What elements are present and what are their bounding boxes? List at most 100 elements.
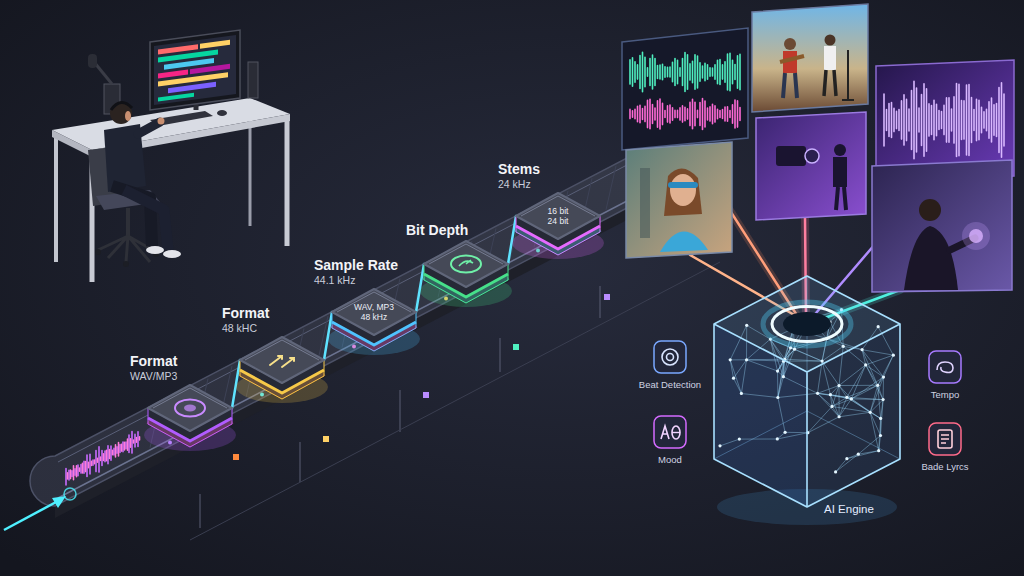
- tile-shape: [148, 385, 232, 447]
- speaker: [248, 62, 258, 98]
- input-arrow: [4, 488, 76, 530]
- waveform-bars: [68, 437, 140, 480]
- icon-box: [929, 423, 961, 455]
- tile-icon: [270, 356, 294, 367]
- neural-node: [877, 449, 880, 452]
- leader-line: [300, 442, 301, 482]
- icon-glyph: [672, 426, 680, 439]
- tile-top: [148, 385, 232, 431]
- neural-node: [879, 434, 882, 437]
- head: [110, 102, 132, 124]
- tile-header: FormatWAV/MP3: [130, 347, 250, 383]
- icon-glyph: [662, 349, 678, 365]
- icon-glyph: [661, 426, 669, 439]
- panel-frame: [872, 160, 1012, 292]
- feature-icon: Tempo: [895, 350, 995, 401]
- figure-head: [834, 144, 846, 156]
- tile-highlight: [337, 292, 411, 312]
- belt-surface: [30, 146, 650, 506]
- neural-node: [776, 369, 779, 372]
- shirt: [660, 231, 708, 252]
- keyboard: [150, 111, 213, 126]
- marker-dot: [604, 294, 610, 300]
- feature-icon-shape: [928, 422, 962, 456]
- belt-slat: [606, 166, 616, 210]
- figure-legs: [783, 73, 797, 98]
- neural-node: [738, 438, 741, 441]
- panel-frame: [626, 142, 732, 258]
- tile-icon: [451, 256, 481, 273]
- shoe: [146, 246, 164, 254]
- neural-node: [861, 348, 864, 351]
- desk-leg: [54, 134, 58, 262]
- arrow-line: [4, 501, 58, 530]
- tile-top: [240, 337, 324, 383]
- setting-heading: Sample Rate: [314, 257, 434, 274]
- feature-label: Bade Lyrcs: [921, 461, 968, 473]
- setting-value: 24 kHz: [498, 178, 618, 191]
- neural-node: [837, 384, 840, 387]
- icon-holder: [653, 340, 687, 374]
- neural-node: [864, 363, 867, 366]
- neural-node: [829, 393, 832, 396]
- daw-screen: [154, 35, 236, 105]
- track: [158, 44, 198, 54]
- tile-header: Bit Depth: [406, 203, 526, 239]
- portrait-panel: [626, 142, 732, 258]
- icon-box: [654, 416, 686, 448]
- neural-node: [732, 377, 735, 380]
- engine-ring-glow: [763, 302, 851, 346]
- panel-frame: [752, 4, 868, 112]
- neural-node: [869, 411, 872, 414]
- tile-icon: [175, 400, 205, 417]
- neural-node: [892, 354, 895, 357]
- figure-body: [824, 46, 836, 70]
- tile-inner: [424, 241, 508, 287]
- neural-node: [845, 457, 848, 460]
- track: [200, 40, 230, 49]
- sunglasses: [668, 182, 698, 188]
- neural-node: [876, 384, 879, 387]
- tile-option: WAV, MP3: [354, 302, 394, 312]
- feature-icon-shape: [653, 415, 687, 449]
- icon-holder: [928, 422, 962, 456]
- feature-label: Tempo: [931, 389, 960, 401]
- setting-heading: Stems: [498, 161, 618, 178]
- feature-label: Mood: [658, 454, 682, 466]
- chair-wheel: [123, 261, 129, 267]
- setting-value: 44.1 kHz: [314, 274, 434, 287]
- concert-panel: [752, 4, 868, 112]
- neural-node: [830, 405, 833, 408]
- tile-face: WAV, MP348 kHz: [332, 289, 416, 351]
- feature-icon: Mood: [620, 415, 720, 466]
- tile-icon: [459, 260, 473, 266]
- monitor: [150, 30, 240, 110]
- guide-line: [190, 262, 720, 540]
- icon-holder: [653, 415, 687, 449]
- neural-node: [877, 325, 880, 328]
- cube-face: [714, 276, 900, 372]
- neural-node: [879, 417, 882, 420]
- neural-node: [782, 375, 785, 378]
- neural-node: [857, 453, 860, 456]
- setting-tile: Sample Rate44.1 kHzWAV, MP348 kHz: [314, 251, 434, 351]
- engine-core: [783, 312, 831, 336]
- leader-lines: [190, 262, 720, 540]
- track: [168, 82, 216, 93]
- tile-face: 16 bit24 bit: [516, 193, 600, 255]
- headphones: [111, 102, 132, 110]
- chair-post: [126, 208, 130, 236]
- tripod: [842, 50, 854, 100]
- neural-node: [745, 324, 748, 327]
- icon-glyph: [672, 432, 680, 433]
- leader-line: [500, 338, 501, 372]
- tile-top: [424, 241, 508, 287]
- figure-body: [904, 226, 958, 290]
- leg: [124, 190, 168, 250]
- icon-holder: [928, 350, 962, 384]
- setting-tile: Bit Depth: [406, 203, 526, 303]
- background-figure: [640, 168, 650, 238]
- camera-lens: [805, 149, 819, 163]
